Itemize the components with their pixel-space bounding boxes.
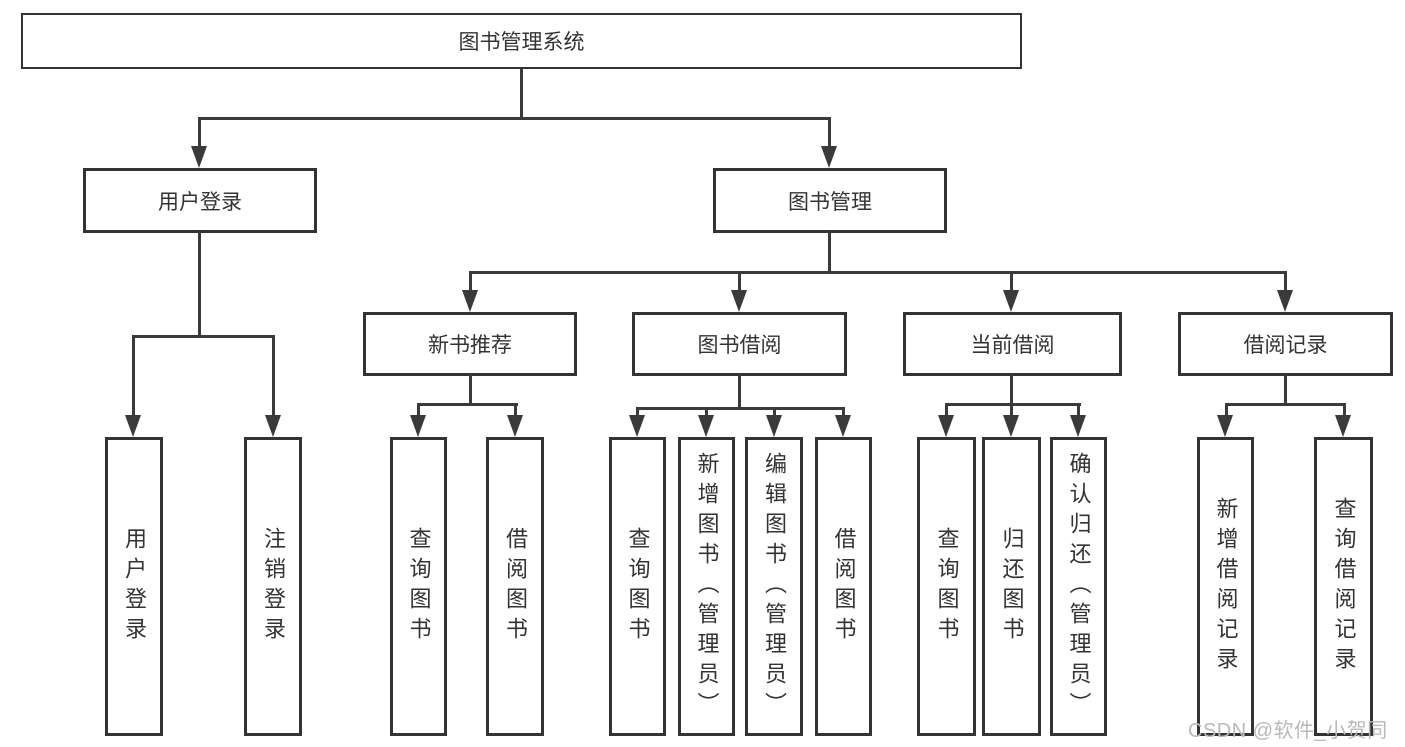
- connector-stub: [469, 273, 472, 293]
- connector-splitter: [945, 403, 1081, 406]
- connector-stem: [469, 374, 472, 405]
- arrowhead-to-leaf: [410, 415, 426, 437]
- connector-stub: [1077, 405, 1080, 417]
- arrowhead-to-leaf: [1217, 415, 1233, 437]
- arrowhead-to-user-login: [191, 146, 207, 168]
- connector-splitter: [417, 403, 518, 406]
- arrowhead-to-leaf: [1335, 415, 1351, 437]
- connector-stub: [1225, 405, 1228, 417]
- leaf-add-borrow-record: 新增借阅记录: [1197, 437, 1254, 736]
- connector-stem: [1010, 374, 1013, 405]
- connector-stub: [738, 273, 741, 293]
- connector-stub: [132, 337, 135, 417]
- leaf-borrow-books-borrowing: 借阅图书: [815, 437, 872, 736]
- arrowhead-to-leaf: [938, 415, 954, 437]
- leaf-query-books-recommend: 查询图书: [390, 437, 447, 736]
- connector-root-stem: [520, 68, 523, 120]
- connector-book-mgmt-stem: [828, 231, 831, 273]
- arrowhead-to-leaf: [1070, 415, 1086, 437]
- connector-stub: [842, 408, 845, 417]
- arrowhead-to-leaf: [835, 415, 851, 437]
- connector-stub: [636, 408, 639, 417]
- leaf-return-books: 归还图书: [982, 437, 1041, 736]
- connector-stub: [198, 119, 201, 151]
- node-borrowing-records: 借阅记录: [1178, 312, 1393, 376]
- connector-stub: [945, 405, 948, 417]
- connector-user-login-stem: [198, 231, 201, 337]
- leaf-add-books-admin: 新增图书（管理员）: [678, 437, 735, 736]
- leaf-logout: 注销登录: [244, 437, 302, 736]
- connector-stub: [1010, 273, 1013, 293]
- leaf-borrow-books-recommend: 借阅图书: [486, 437, 544, 736]
- arrowhead-to-book-borrowing: [731, 290, 747, 312]
- arrowhead-to-current-borrowing: [1003, 290, 1019, 312]
- node-new-book-recommend: 新书推荐: [363, 312, 577, 376]
- connector-stem: [738, 374, 741, 409]
- arrowhead-to-borrowing-records: [1277, 290, 1293, 312]
- arrowhead-to-leaf: [125, 415, 141, 437]
- connector-stub: [272, 337, 275, 417]
- csdn-watermark: CSDN @软件_小贺同学: [1188, 720, 1388, 742]
- connector-stub: [1010, 405, 1013, 417]
- arrowhead-to-leaf: [507, 415, 523, 437]
- connector-splitter-root: [198, 117, 831, 120]
- arrowhead-to-leaf: [265, 415, 281, 437]
- arrowhead-to-leaf: [766, 415, 782, 437]
- connector-splitter: [1225, 403, 1346, 406]
- leaf-query-borrow-record: 查询借阅记录: [1314, 437, 1373, 736]
- leaf-edit-books-admin: 编辑图书（管理员）: [745, 437, 803, 736]
- leaf-query-books-borrowing: 查询图书: [609, 437, 666, 736]
- connector-stub: [514, 405, 517, 417]
- connector-stub: [705, 408, 708, 417]
- leaf-user-login: 用户登录: [105, 437, 163, 736]
- node-user-login: 用户登录: [83, 168, 317, 233]
- node-current-borrowing: 当前借阅: [903, 312, 1122, 376]
- arrowhead-to-book-management: [821, 146, 837, 168]
- leaf-query-books-current: 查询图书: [917, 437, 976, 736]
- connector-stub: [828, 119, 831, 151]
- connector-stub: [773, 408, 776, 417]
- node-root-system: 图书管理系统: [21, 13, 1022, 69]
- arrowhead-to-leaf: [629, 415, 645, 437]
- connector-stub: [1343, 405, 1346, 417]
- node-book-borrowing: 图书借阅: [632, 312, 847, 376]
- connector-stem: [1284, 374, 1287, 405]
- arrowhead-to-leaf: [1003, 415, 1019, 437]
- connector-splitter-user-login: [132, 335, 275, 338]
- node-book-management: 图书管理: [713, 168, 947, 233]
- arrowhead-to-leaf: [698, 415, 714, 437]
- arrowhead-to-new-book-recommend: [462, 290, 478, 312]
- connector-stub: [417, 405, 420, 417]
- connector-stub: [1284, 273, 1287, 293]
- connector-splitter-book-mgmt: [469, 271, 1287, 274]
- connector-splitter: [636, 407, 845, 410]
- leaf-confirm-return-admin: 确认归还（管理员）: [1050, 437, 1107, 736]
